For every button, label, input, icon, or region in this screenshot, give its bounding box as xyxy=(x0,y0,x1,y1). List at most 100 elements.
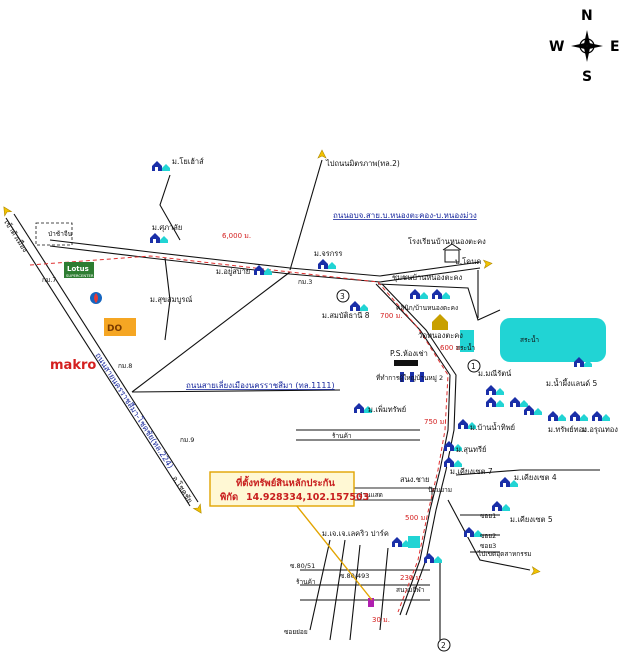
arrow-to-city xyxy=(0,204,12,217)
distance-route xyxy=(29,255,449,613)
arrow-to-industrial xyxy=(531,566,541,576)
place-label: ซ.80/51 xyxy=(290,562,315,570)
distance-700: 700 ม. xyxy=(380,312,402,320)
special-symbols xyxy=(368,243,462,607)
property-callout: ที่ตั้งทรัพย์สินหลักประกัน พิกัด 14.9283… xyxy=(209,471,373,601)
place-label: ม.ศุภาลัย xyxy=(152,223,182,232)
road-main-lower xyxy=(49,245,481,283)
road-grid-v4 xyxy=(379,547,389,631)
house-icon xyxy=(432,289,450,299)
road-grid-v2 xyxy=(329,539,346,641)
to-east-label: บ.โคนด xyxy=(455,257,481,266)
place-label: ที่ทำการผู้ใหญ่บ้านหมู่ 2 xyxy=(376,373,443,382)
lotus-logo xyxy=(64,262,94,278)
road-grid-v1 xyxy=(309,539,331,631)
place-label: สระน้ำ xyxy=(520,335,539,344)
road-1111-label: ถนนสายเลี่ยงเมืองนครราชสีมา (ทล.1111) xyxy=(186,379,335,390)
house-icon xyxy=(150,233,168,243)
distance-6000: 6,000 ม. xyxy=(222,232,251,240)
house-icon xyxy=(592,411,610,421)
to-industrial-label: ไปเขตอุตสาหกรรม xyxy=(477,550,532,558)
place-label: ชุมชนบ้านหนองตะคง xyxy=(392,273,463,282)
place-label: ซอย2 xyxy=(480,532,496,540)
pa-chasuen-box xyxy=(35,222,73,246)
house-icon xyxy=(444,457,462,467)
place-label: แนวป่านแสด xyxy=(346,491,383,499)
place-label: ม.บ้านน้ำทิพย์ xyxy=(470,422,515,432)
place-label: ม.จรกรร xyxy=(314,249,342,258)
place-label: ม.โยเฮ้าส์ xyxy=(172,157,204,166)
house-icon xyxy=(410,289,428,299)
place-label: ซอย3 xyxy=(480,542,496,550)
village-office-icon xyxy=(400,372,404,382)
place-label: ม.มณีรัตน์ xyxy=(478,369,511,378)
road-main-upper xyxy=(49,239,481,277)
road-1111-spur xyxy=(131,389,341,393)
brand-logos: Lotus SUPERCENTER DO makro xyxy=(50,262,136,373)
place-label: ม.อรุณทอง xyxy=(582,425,618,434)
place-label: ม.ทรัพย์ทอง xyxy=(548,425,587,434)
km-9: กม.9 xyxy=(180,436,194,444)
place-label: โรงเรียนบ้านหนองตะคง xyxy=(408,237,486,246)
round-markers: 3 1 2 xyxy=(336,289,481,652)
km-markers: กม.3 กม.7 กม.8 กม.9 xyxy=(42,276,312,444)
place-label: ซอยย่อย xyxy=(284,628,308,636)
lotus-logo-sub: SUPERCENTER xyxy=(66,273,94,278)
reservoir xyxy=(500,318,606,362)
highway-224-right xyxy=(13,213,199,503)
place-label: คลินิก/บ้านหนองตะคง xyxy=(396,304,458,312)
road-soi-east xyxy=(447,499,531,571)
makro-logo: makro xyxy=(50,358,96,373)
temple-icon xyxy=(432,314,448,330)
compass-south-label: S xyxy=(582,69,592,85)
road-east xyxy=(377,283,501,321)
ps-shop-icon xyxy=(394,360,418,366)
distance-230: 230 ม. xyxy=(400,574,422,582)
place-label: ม.เพิ่มทรัพย์ xyxy=(368,404,406,414)
house-icon xyxy=(486,397,504,407)
place-label: P.S.ห้องเช่า xyxy=(390,349,428,358)
dohome-logo xyxy=(104,318,136,336)
place-label: สนง.ชาย xyxy=(400,475,429,484)
callout-title: ที่ตั้งทรัพย์สินหลักประกัน xyxy=(236,475,335,489)
house-icon xyxy=(152,161,170,171)
place-label: สระน้ำ xyxy=(456,343,475,352)
place-label: วัดหนองตะคง xyxy=(418,331,463,340)
arrow-to-chokchai xyxy=(193,503,205,516)
arrow-to-east xyxy=(483,259,493,269)
compass-north-label: N xyxy=(581,8,593,24)
callout-box xyxy=(209,471,355,507)
marker-three: 3 xyxy=(340,292,345,301)
callout-leader xyxy=(295,504,373,601)
house-icon xyxy=(350,301,368,311)
place-label: ม.เคียงเซต 5 xyxy=(510,515,553,524)
place-label: ร้านค้า xyxy=(332,432,352,440)
road-liangset xyxy=(455,469,600,476)
ring-road-label: เข้าตัวเมือง xyxy=(2,218,30,254)
road-1111 xyxy=(131,271,291,393)
distance-600: 600 ม. xyxy=(440,344,462,352)
road-supalai xyxy=(159,174,181,241)
house-icon xyxy=(510,397,528,407)
km-3: กม.3 xyxy=(298,278,312,286)
marker-two: 2 xyxy=(441,641,446,650)
house-icon xyxy=(492,501,510,511)
house-icon xyxy=(318,259,336,269)
house-icon xyxy=(570,411,588,421)
place-label: ม.เจ.เจ.เลคริว ปาร์ค xyxy=(322,529,389,538)
house-icon xyxy=(548,411,566,421)
place-labels: ม.โยเฮ้าส์ ม.ศุภาลัย ม.สุขสมบูรณ์ ม.อยู่… xyxy=(48,157,618,636)
place-label: ม.สุขสมบูรณ์ xyxy=(150,295,192,304)
arrow-to-route2 xyxy=(317,149,327,159)
to-chokchai-label: อ.โชคชัย xyxy=(170,474,194,504)
distance-750: 750 ม. xyxy=(424,418,446,426)
place-label: ซอย1 xyxy=(480,512,496,520)
lotus-logo-text: Lotus xyxy=(67,265,89,273)
compass-west-label: W xyxy=(549,39,564,55)
pond xyxy=(460,330,474,352)
place-label: ม.อยู่สบาย xyxy=(216,267,250,276)
road-local-label: ถนนอบจ.สาย.บ.หนองตะคอง-บ.หนองม่วง xyxy=(333,211,477,220)
highway-224-left xyxy=(5,217,191,507)
place-label: ป้อมยาม xyxy=(428,486,452,494)
